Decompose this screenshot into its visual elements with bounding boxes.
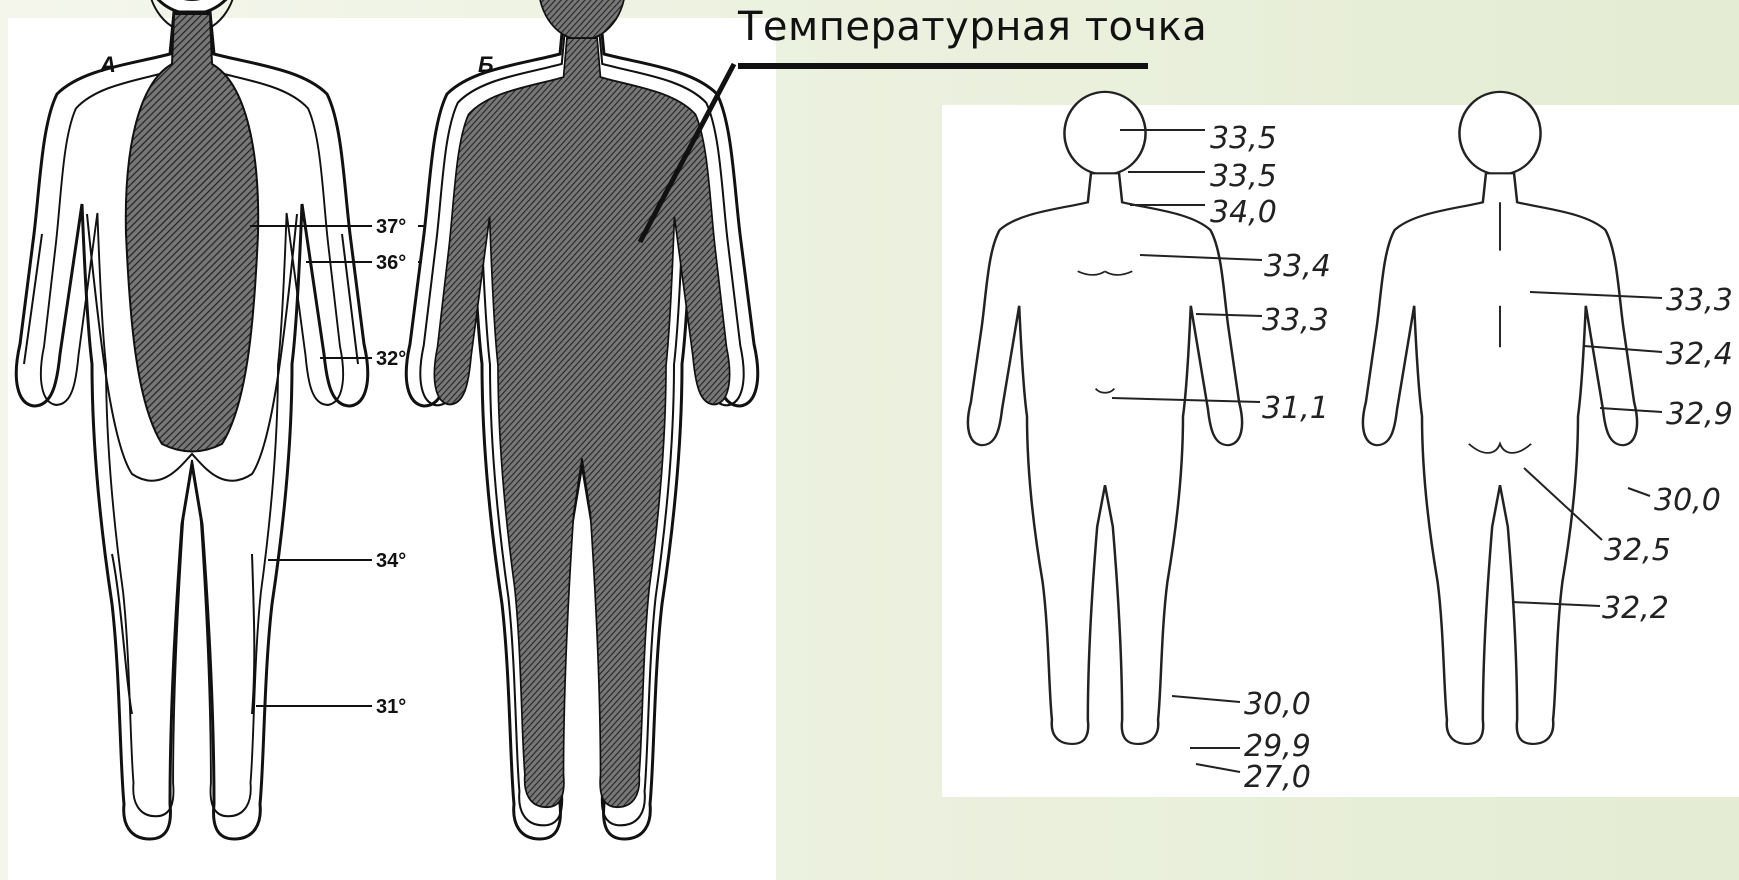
front-temp-label: 33,3 — [1262, 303, 1329, 338]
front-temp-label: 33,5 — [1210, 159, 1277, 194]
isotherm-label: 31° — [376, 696, 406, 718]
back-temp-label: 32,5 — [1604, 533, 1671, 568]
front-temp-label: 31,1 — [1262, 391, 1329, 426]
front-temp-label: 34,0 — [1210, 195, 1277, 230]
front-temp-label: 33,5 — [1210, 121, 1277, 156]
isotherm-label: 32° — [376, 348, 406, 370]
isotherm-label: 37° — [376, 216, 406, 238]
back-temp-label: 33,3 — [1666, 283, 1733, 318]
figure-a-letter: А — [99, 52, 116, 77]
back-temp-label: 30,0 — [1654, 483, 1721, 518]
isotherm-label: 36° — [376, 252, 406, 274]
front-temp-label: 33,4 — [1264, 249, 1331, 284]
front-body — [968, 92, 1242, 744]
front-temp-label: 29,9 — [1244, 729, 1311, 764]
back-temp-label: 32,2 — [1602, 591, 1669, 626]
figure-a-body — [16, 0, 367, 839]
isotherm-label: 34° — [376, 550, 406, 572]
figure-b-letter: Б — [478, 52, 494, 77]
back-temp-label: 32,4 — [1666, 337, 1733, 372]
figure-b-body — [406, 0, 757, 839]
front-temp-label: 27,0 — [1244, 760, 1311, 795]
back-temp-label: 32,9 — [1666, 397, 1733, 432]
back-body — [1363, 92, 1637, 744]
front-temp-label: 30,0 — [1244, 687, 1311, 722]
